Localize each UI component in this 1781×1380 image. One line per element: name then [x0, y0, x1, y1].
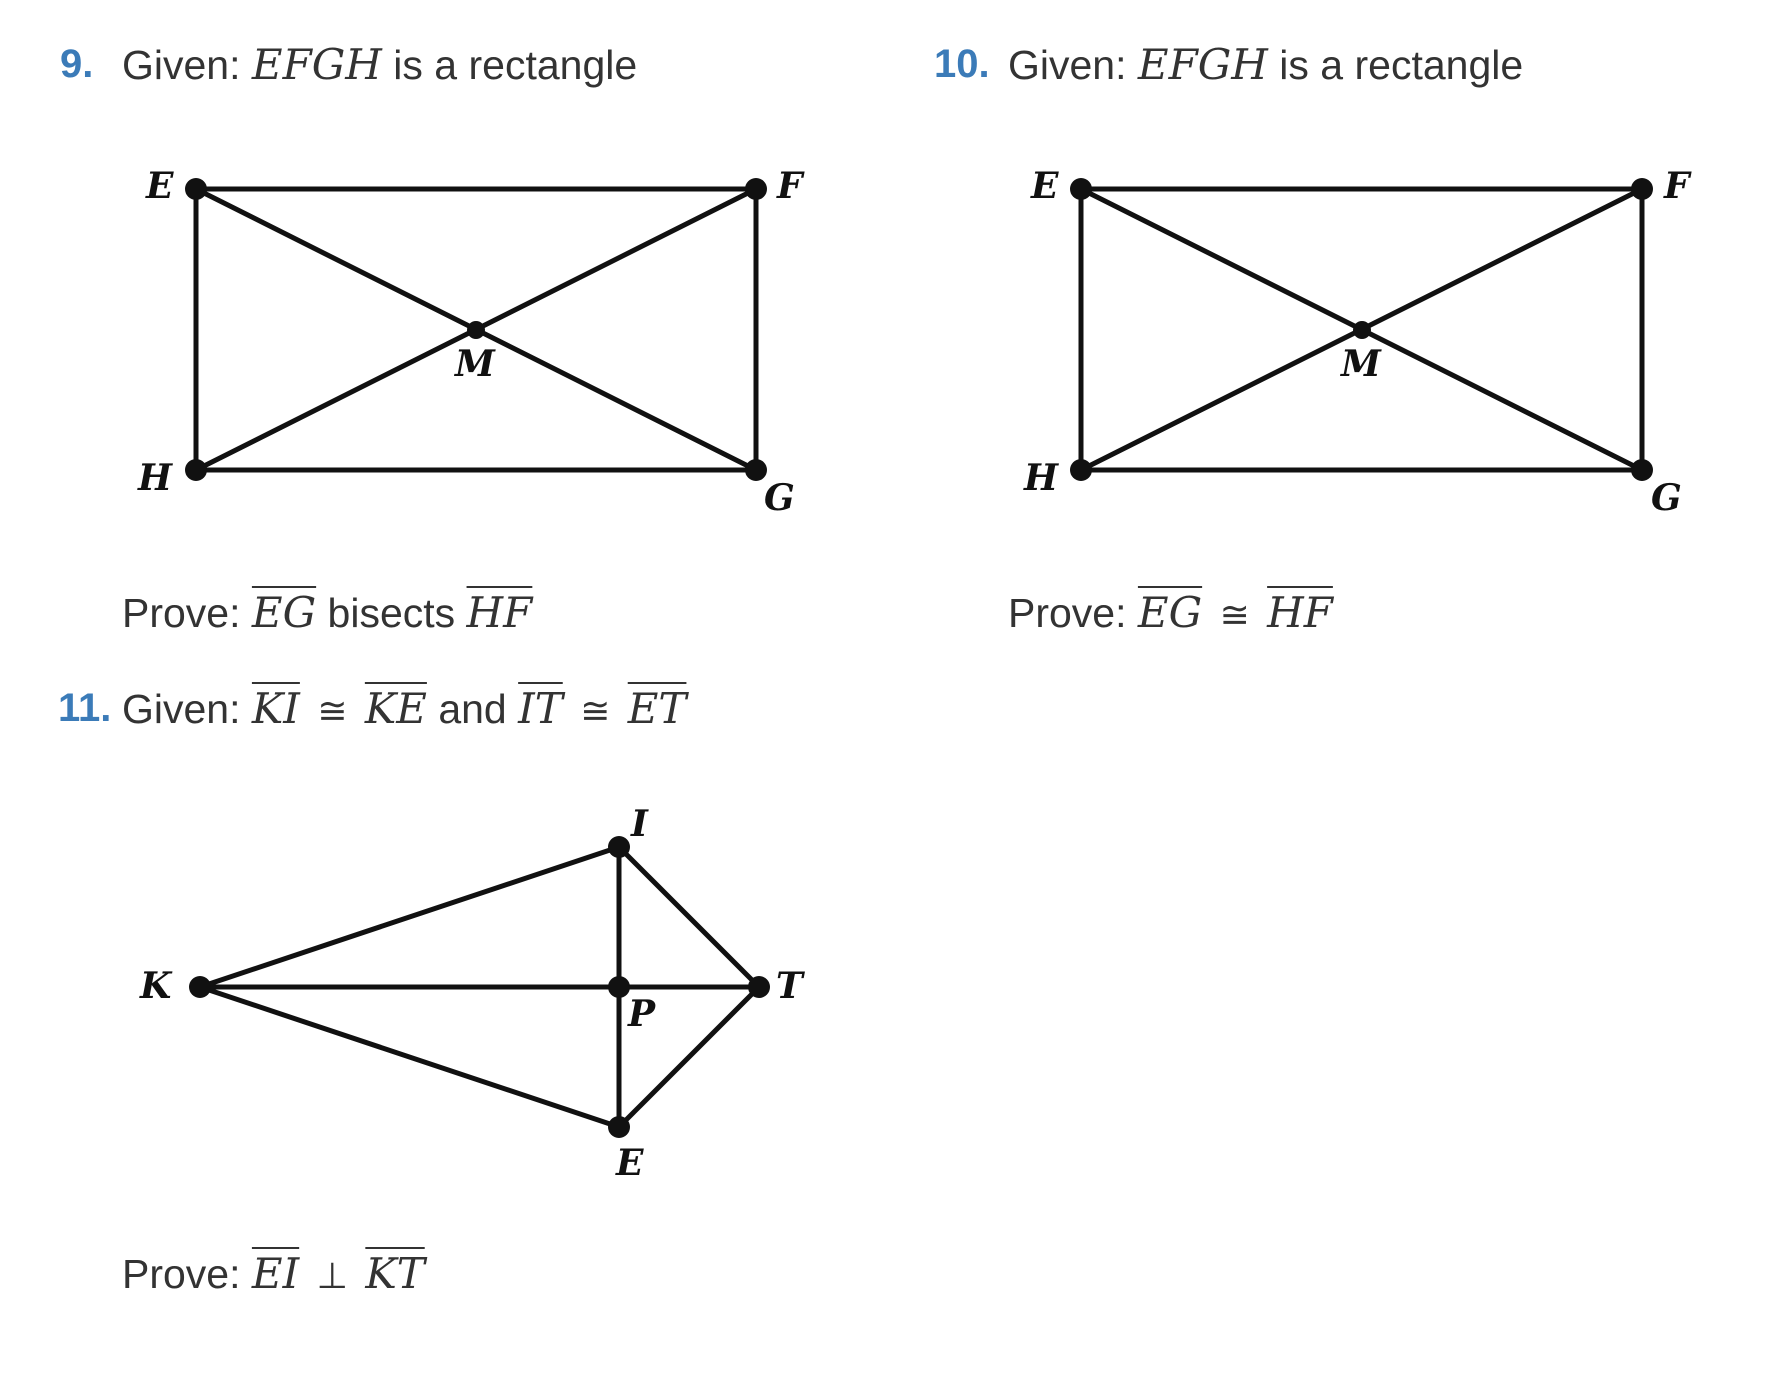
given-segment-ki: KI [251, 684, 300, 733]
label-e: E [145, 165, 174, 207]
given-label: Given: [1008, 42, 1127, 88]
vertex-h-point [185, 459, 207, 481]
given-and: and [438, 686, 507, 732]
label-g: G [1651, 477, 1682, 519]
prove-segment-ei: EI [251, 1249, 300, 1298]
vertex-e-point [1070, 178, 1092, 200]
prove-segment-eg: EG [251, 588, 317, 637]
prove-relation: ⊥ [316, 1256, 348, 1297]
prove-segment-eg: EG [1137, 588, 1203, 637]
problem-9-given: Given: EFGH is a rectangle [122, 44, 637, 86]
vertex-i-point [608, 836, 630, 858]
problem-9-diagram: E F G H M [137, 165, 805, 519]
given-segment-ke: KE [364, 684, 427, 733]
prove-segment-hf: HF [466, 588, 533, 637]
problem-10-prove: Prove: EG ≅ HF [1008, 592, 1333, 634]
given-relation-2: ≅ [580, 691, 611, 732]
label-m: M [1339, 343, 1382, 385]
given-label: Given: [122, 686, 241, 732]
vertex-f-point [745, 178, 767, 200]
problem-9-number: 9. [60, 42, 94, 86]
problem-11-diagram: K I T P E [139, 803, 805, 1184]
problem-10-given: Given: EFGH is a rectangle [1008, 44, 1523, 86]
midpoint-m-point [467, 321, 485, 339]
label-h: H [137, 457, 173, 499]
label-e: E [1030, 165, 1059, 207]
given-segment-et: ET [627, 684, 687, 733]
problem-11-prove: Prove: EI ⊥ KT [122, 1253, 425, 1295]
label-h: H [1023, 457, 1059, 499]
vertex-f-point [1631, 178, 1653, 200]
prove-relation: bisects [327, 590, 456, 636]
given-relation-1: ≅ [317, 691, 348, 732]
label-p: P [627, 993, 656, 1035]
vertex-h-point [1070, 459, 1092, 481]
vertex-t-point [748, 976, 770, 998]
segment-ke [197, 984, 622, 1130]
label-f: F [776, 165, 805, 207]
label-f: F [1663, 165, 1692, 207]
problem-11-given: Given: KI ≅ KE and IT ≅ ET [122, 688, 686, 730]
problem-10-number: 10. [934, 42, 990, 86]
given-figure-name: EFGH [1137, 40, 1268, 89]
prove-segment-hf: HF [1267, 588, 1333, 637]
segment-et [616, 984, 762, 1130]
point-p [608, 976, 630, 998]
label-t: T [776, 965, 805, 1007]
label-e: E [615, 1142, 644, 1184]
given-text: is a rectangle [1279, 42, 1524, 88]
given-text: is a rectangle [393, 42, 638, 88]
prove-label: Prove: [122, 590, 241, 636]
given-segment-it: IT [518, 684, 563, 733]
segment-ki [197, 844, 622, 990]
label-i: I [630, 803, 649, 845]
given-figure-name: EFGH [251, 40, 382, 89]
problem-9-prove: Prove: EG bisects HF [122, 592, 532, 634]
prove-label: Prove: [122, 1251, 241, 1297]
vertex-g-point [745, 459, 767, 481]
vertex-g-point [1631, 459, 1653, 481]
prove-label: Prove: [1008, 590, 1127, 636]
midpoint-m-point [1353, 321, 1371, 339]
label-g: G [764, 477, 795, 519]
vertex-e-point [185, 178, 207, 200]
vertex-k-point [189, 976, 211, 998]
given-label: Given: [122, 42, 241, 88]
problem-11-number: 11. [58, 686, 112, 730]
label-k: K [139, 965, 173, 1007]
prove-relation: ≅ [1219, 595, 1250, 636]
prove-segment-kt: KT [365, 1249, 425, 1298]
label-m: M [453, 343, 496, 385]
vertex-e-point [608, 1116, 630, 1138]
problem-10-diagram: E F G H M [1023, 165, 1692, 519]
segment-it [616, 844, 762, 990]
